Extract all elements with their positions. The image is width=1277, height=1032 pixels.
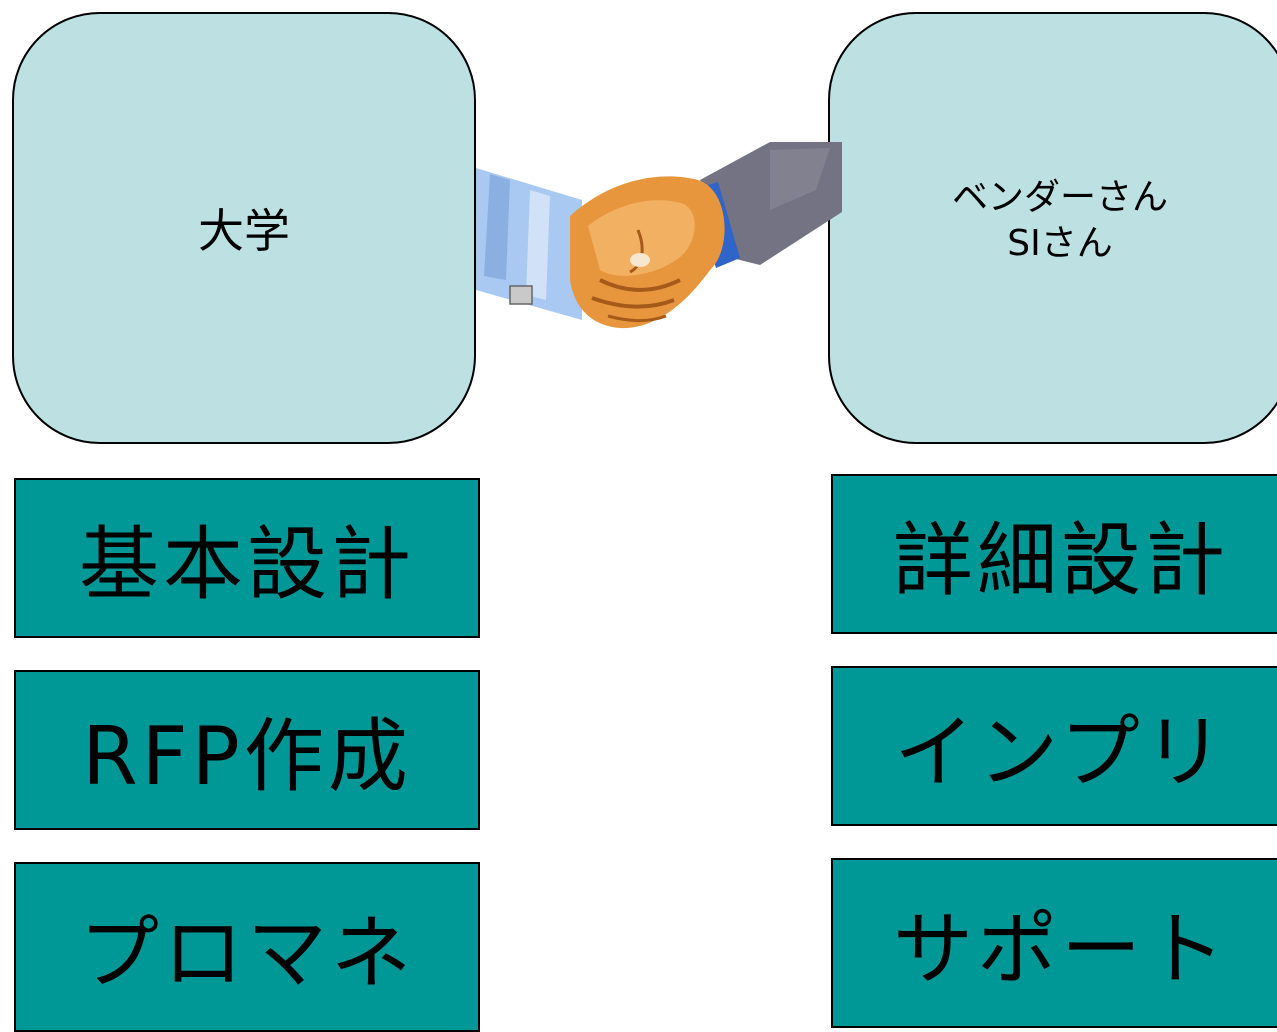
- task-basic-design: 基本設計: [14, 478, 480, 638]
- task-support: サポート: [831, 858, 1277, 1028]
- handshake-icon: [476, 142, 842, 329]
- task-implementation: インプリ: [831, 666, 1277, 826]
- task-detailed-design: 詳細設計: [831, 474, 1277, 634]
- vendor-label-line2: SIさん: [1007, 223, 1113, 264]
- task-rfp: RFP作成: [14, 670, 480, 830]
- vendor-label-line1: ベンダーさん: [951, 177, 1168, 218]
- university-label: 大学: [198, 204, 290, 258]
- task-project-management: プロマネ: [14, 862, 480, 1032]
- vendor-box: ベンダーさん SIさん: [828, 12, 1277, 444]
- university-box: 大学: [12, 12, 476, 444]
